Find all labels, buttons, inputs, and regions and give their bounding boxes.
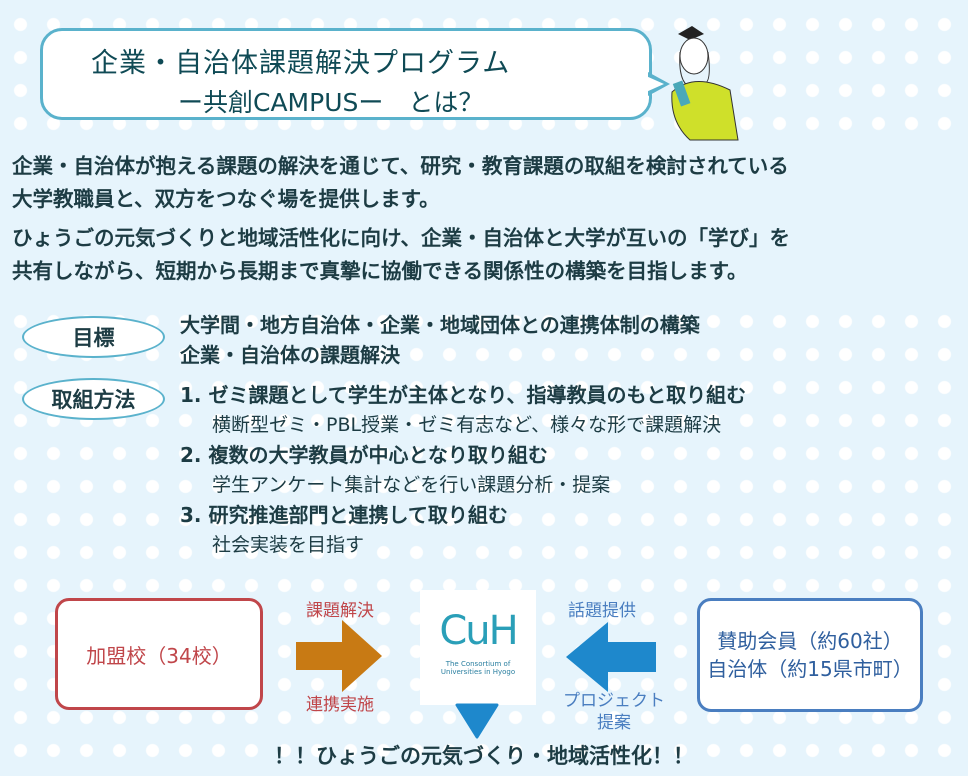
project-proposal-line: プロジェクト (563, 691, 665, 711)
supporters-line: 賛助会員（約60社） (717, 629, 903, 653)
method-item-title: 3. 研究推進部門と連携して取り組む (180, 503, 508, 527)
student-illustration-icon (671, 26, 739, 141)
project-proposal-line: 提案 (597, 713, 631, 733)
arrow-right-icon (296, 620, 382, 692)
method-label: 取組方法 (22, 378, 165, 420)
logo-text: The Consortium of (445, 660, 511, 668)
method-item-sub: 横断型ゼミ・PBL授業・ゼミ有志など、様々な形で課題解決 (212, 414, 722, 436)
goal-label: 目標 (22, 316, 165, 358)
goal-list: 大学間・地方自治体・企業・地域団体との連携体制の構築 企業・自治体の課題解決 (180, 310, 700, 370)
arrow-down-icon (455, 703, 499, 739)
intro-text: 企業・自治体が抱える課題の解決を通じて、研究・教育課題の取組を検討されている 大… (12, 150, 962, 288)
title-bubble: 企業・自治体課題解決プログラム ー共創CAMPUSー とは？ (40, 28, 652, 120)
bubble-tail-inner (646, 76, 664, 92)
arrow-left-icon (566, 622, 656, 692)
supporters-box: 賛助会員（約60社） 自治体（約15県市町） (697, 598, 923, 712)
problem-solving-label: 課題解決 (306, 601, 374, 621)
goal-item: 大学間・地方自治体・企業・地域団体との連携体制の構築 (180, 313, 700, 337)
intro-line: ひょうごの元気づくりと地域活性化に向け、企業・自治体と大学が互いの「学び」を (12, 226, 790, 250)
cuh-logo: CuH The Consortium of Universities in Hy… (420, 590, 536, 705)
member-schools-label: 加盟校（34校） (86, 643, 232, 668)
footer-slogan: ！！ひょうごの元気づくり・地域活性化！！ (274, 744, 694, 768)
method-item-sub: 社会実装を目指す (212, 534, 365, 556)
intro-line: 企業・自治体が抱える課題の解決を通じて、研究・教育課題の取組を検討されている (12, 154, 789, 178)
page-subtitle: ー共創CAMPUSー とは？ (178, 88, 484, 117)
topic-provision-label: 話題提供 (568, 601, 636, 621)
intro-line: 共有しながら、短期から長期まで真摯に協働できる関係性の構築を目指します。 (12, 259, 748, 283)
project-proposal-label: プロジェクト 提案 (563, 690, 665, 734)
logo-text: Universities in Hyogo (440, 668, 516, 676)
method-item-title: 1. ゼミ課題として学生が主体となり、指導教員のもと取り組む (180, 383, 747, 407)
intro-line: 大学教職員と、双方をつなぐ場を提供します。 (12, 187, 440, 211)
method-item-title: 2. 複数の大学教員が中心となり取り組む (180, 443, 548, 467)
text-panel (0, 138, 968, 298)
method-item-sub: 学生アンケート集計などを行い課題分析・提案 (212, 474, 611, 496)
page-title: 企業・自治体課題解決プログラム (91, 48, 511, 79)
logo-mark: CuH (439, 608, 518, 654)
supporters-line: 自治体（約15県市町） (707, 657, 913, 681)
collaboration-label: 連携実施 (306, 695, 374, 715)
method-list: 1. ゼミ課題として学生が主体となり、指導教員のもと取り組む 横断型ゼミ・PBL… (180, 380, 746, 560)
member-schools-box: 加盟校（34校） (55, 598, 263, 710)
goal-item: 企業・自治体の課題解決 (180, 343, 400, 367)
